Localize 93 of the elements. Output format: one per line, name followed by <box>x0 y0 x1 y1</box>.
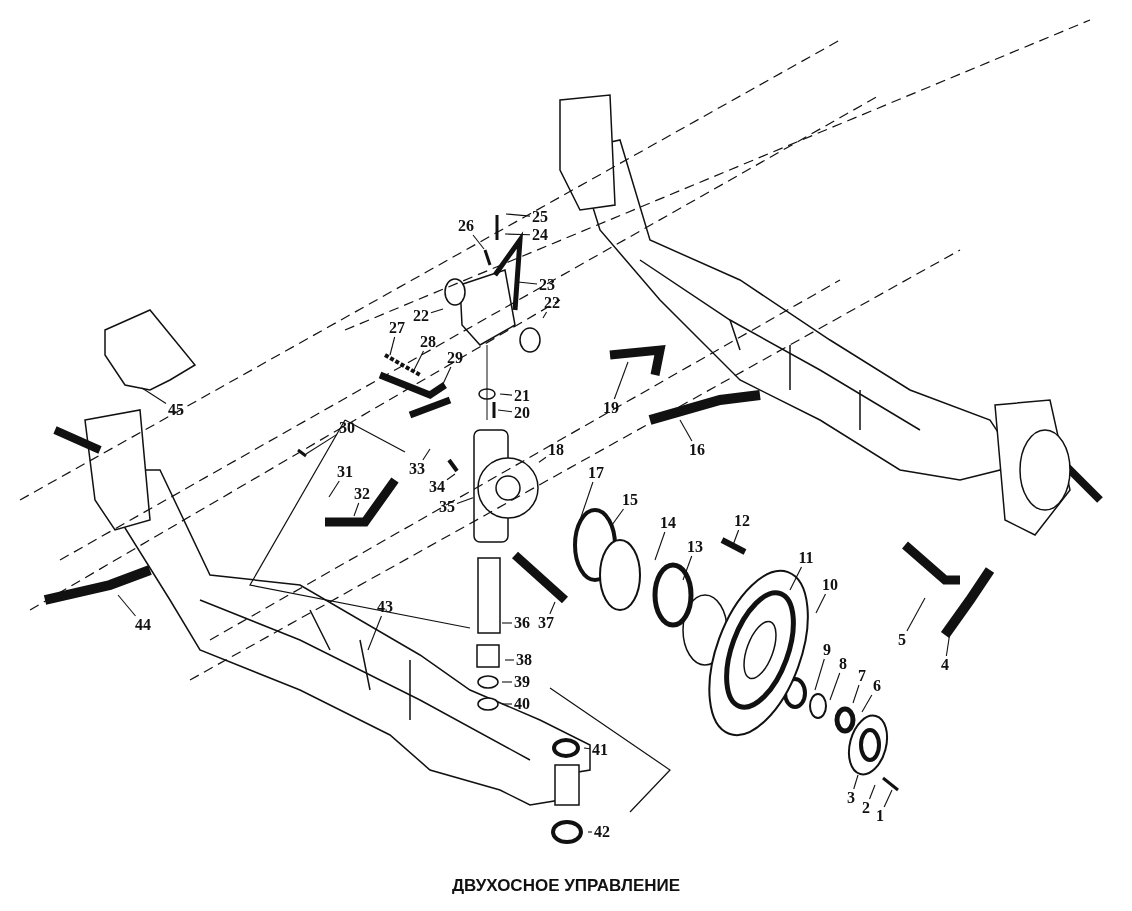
leader-line <box>611 508 625 526</box>
leader-line <box>501 703 513 705</box>
leader-line <box>868 784 876 800</box>
leader-line <box>353 502 360 517</box>
leader-line <box>587 831 593 833</box>
callout-number: 12 <box>733 513 751 529</box>
leader-line <box>789 566 803 591</box>
callout-number: 4 <box>940 657 950 673</box>
callout-number: 9 <box>822 642 832 658</box>
callout-number: 36 <box>513 615 531 631</box>
leader-line <box>497 409 513 413</box>
callout-number: 3 <box>846 790 856 806</box>
callout-number: 15 <box>621 492 639 508</box>
leader-line <box>430 308 444 314</box>
callout-number: 28 <box>419 334 437 350</box>
callout-number: 41 <box>591 742 609 758</box>
leader-line <box>141 387 167 405</box>
leader-line <box>501 622 513 624</box>
leader-line <box>305 433 338 455</box>
leader-line <box>583 747 591 750</box>
leader-line <box>472 234 485 250</box>
callout-number: 2 <box>861 800 871 816</box>
callout-number: 33 <box>408 461 426 477</box>
callout-number: 20 <box>513 405 531 421</box>
callout-number: 1 <box>875 808 885 824</box>
leader-line <box>456 497 474 504</box>
callout-number: 31 <box>336 464 354 480</box>
callout-number: 10 <box>821 577 839 593</box>
leader-line <box>501 681 513 683</box>
callout-number: 40 <box>513 696 531 712</box>
leader-line <box>413 350 425 371</box>
leader-line <box>852 684 860 704</box>
leader-line <box>861 694 873 713</box>
callout-number: 14 <box>659 515 677 531</box>
callout-number: 25 <box>531 209 549 225</box>
steering-knuckle-drawing <box>473 429 539 543</box>
leader-line <box>517 281 538 285</box>
leader-line <box>682 555 693 581</box>
callout-number: 39 <box>513 674 531 690</box>
leader-line <box>538 456 547 463</box>
leader-line <box>579 481 594 521</box>
callout-number: 27 <box>388 320 406 336</box>
leader-line <box>389 336 396 356</box>
callout-number: 18 <box>547 442 565 458</box>
caption: ДВУХОСНОЕ УПРАВЛЕНИЕ <box>451 876 681 896</box>
leader-line <box>505 213 531 217</box>
callout-number: 11 <box>797 550 815 566</box>
leader-line <box>367 615 382 651</box>
leader-line <box>504 233 531 236</box>
callout-number: 34 <box>428 479 446 495</box>
leader-line <box>829 672 841 701</box>
callout-number: 17 <box>587 465 605 481</box>
leader-line <box>815 593 827 614</box>
leader-line <box>814 658 825 691</box>
callout-number: 42 <box>593 824 611 840</box>
callout-number: 16 <box>688 442 706 458</box>
leader-line <box>883 789 893 808</box>
callout-number: 37 <box>537 615 555 631</box>
callout-number: 13 <box>686 539 704 555</box>
callout-number: 22 <box>412 308 430 324</box>
leader-line <box>542 311 548 319</box>
callout-number: 24 <box>531 227 549 243</box>
callout-number: 21 <box>513 388 531 404</box>
leader-line <box>328 480 340 498</box>
leader-line <box>442 366 452 385</box>
callout-number: 45 <box>167 402 185 418</box>
callout-number: 38 <box>515 652 533 668</box>
callout-number: 44 <box>134 617 152 633</box>
leader-line <box>549 601 556 615</box>
leader-line <box>422 448 431 461</box>
callout-number: 22 <box>543 295 561 311</box>
callout-number: 32 <box>353 486 371 502</box>
callout-number: 19 <box>602 400 620 416</box>
callout-number: 5 <box>897 632 907 648</box>
leader-line <box>732 529 740 546</box>
callout-number: 30 <box>338 420 356 436</box>
leader-line <box>906 597 926 632</box>
leader-line <box>654 531 666 561</box>
leader-line <box>853 774 859 790</box>
leader-line <box>613 361 629 400</box>
leader-line <box>446 473 456 481</box>
callout-number: 23 <box>538 277 556 293</box>
leader-line <box>499 393 513 396</box>
leader-line <box>504 659 515 661</box>
callout-number: 43 <box>376 599 394 615</box>
callout-number: 7 <box>857 668 867 684</box>
callout-number: 8 <box>838 656 848 672</box>
callout-number: 26 <box>457 218 475 234</box>
leader-line <box>679 419 693 442</box>
callout-number: 35 <box>438 499 456 515</box>
callout-number: 6 <box>872 678 882 694</box>
leader-line <box>117 594 137 617</box>
callout-number: 29 <box>446 350 464 366</box>
